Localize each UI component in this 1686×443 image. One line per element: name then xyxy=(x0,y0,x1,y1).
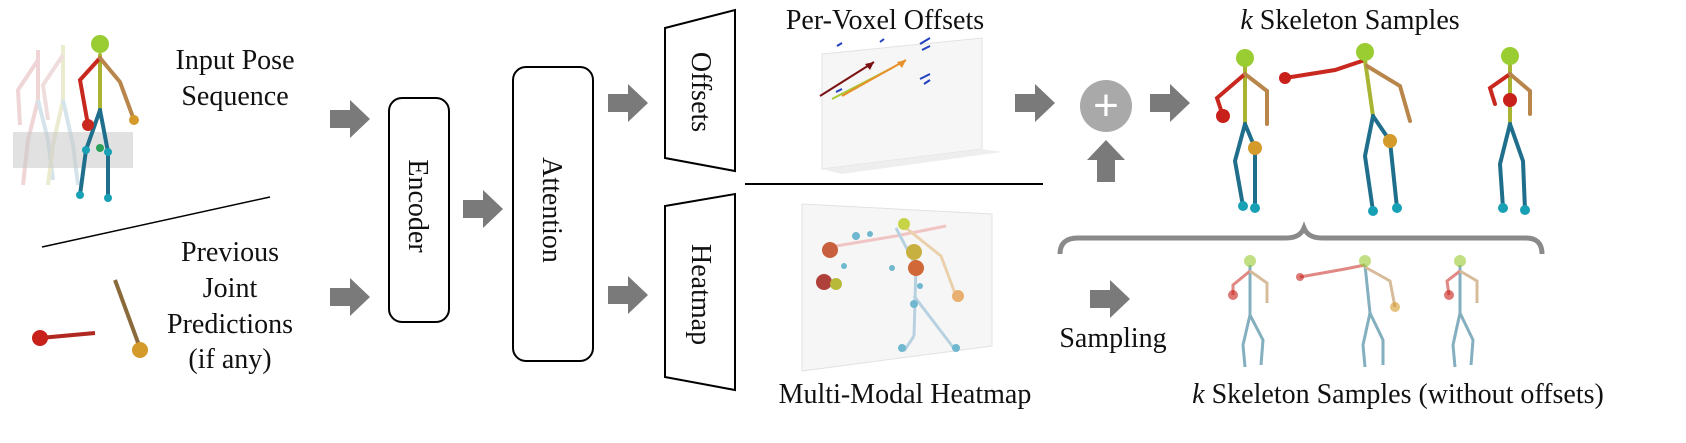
skeleton-samples-title: k Skeleton Samples xyxy=(1200,4,1500,38)
arrow-encoder-to-attention xyxy=(463,190,503,228)
k-symbol-2: k xyxy=(1192,379,1205,410)
input-pose-label-line1: Input Pose xyxy=(175,45,295,76)
sampling-label: Sampling xyxy=(1059,323,1167,354)
arrow-sampling-up-to-plus xyxy=(1087,140,1125,182)
previous-joints-figure xyxy=(32,279,148,358)
skeleton-samples-without-offsets-figure xyxy=(1228,255,1479,368)
heatmap-label: Heatmap xyxy=(685,244,716,346)
arrow-attention-to-heatmap xyxy=(608,276,648,314)
offsets-label: Offsets xyxy=(685,51,716,133)
previous-label-line2: Joint xyxy=(202,273,258,304)
skeleton-samples-figure xyxy=(1214,43,1532,216)
skeleton-samples-text: Skeleton Samples xyxy=(1259,5,1460,36)
skeleton-samples-without-offsets-text: Skeleton Samples (without offsets) xyxy=(1211,379,1604,410)
input-pose-sequence-figure xyxy=(13,35,139,202)
middle-divider-line xyxy=(745,183,1043,185)
arrow-to-samples-without-offsets xyxy=(1090,280,1130,318)
arrow-attention-to-offsets xyxy=(608,84,648,122)
input-pose-label-line2: Sequence xyxy=(181,81,289,112)
previous-label-line1: Previous xyxy=(181,237,279,268)
arrow-plus-to-samples xyxy=(1150,84,1190,122)
attention-label: Attention xyxy=(536,157,567,263)
arrow-offsets-to-plus xyxy=(1015,84,1055,122)
skeleton-samples-without-offsets-title: k Skeleton Samples (without offsets) xyxy=(1118,378,1678,412)
previous-label-line3: Predictions xyxy=(167,309,293,340)
plus-symbol: + xyxy=(1093,81,1119,130)
k-symbol: k xyxy=(1240,5,1253,36)
multi-modal-heatmap-title: Multi-Modal Heatmap xyxy=(778,379,1032,410)
plus-circle xyxy=(1080,80,1132,132)
heatmap-head-block xyxy=(664,192,736,392)
previous-label-line4: (if any) xyxy=(188,344,272,375)
encoder-label: Encoder xyxy=(402,159,433,253)
arrow-input-to-encoder-bottom xyxy=(330,278,370,316)
per-voxel-offsets-title: Per-Voxel Offsets xyxy=(785,5,985,36)
offsets-head-block xyxy=(664,8,736,173)
arrow-input-to-encoder-top xyxy=(330,100,370,138)
encoder-block xyxy=(388,97,450,323)
multi-modal-heatmap-plot xyxy=(801,203,993,372)
attention-block xyxy=(512,66,594,362)
samples-curly-bracket xyxy=(1057,221,1545,255)
left-divider-line xyxy=(41,196,271,248)
per-voxel-offsets-plot xyxy=(819,37,1002,174)
